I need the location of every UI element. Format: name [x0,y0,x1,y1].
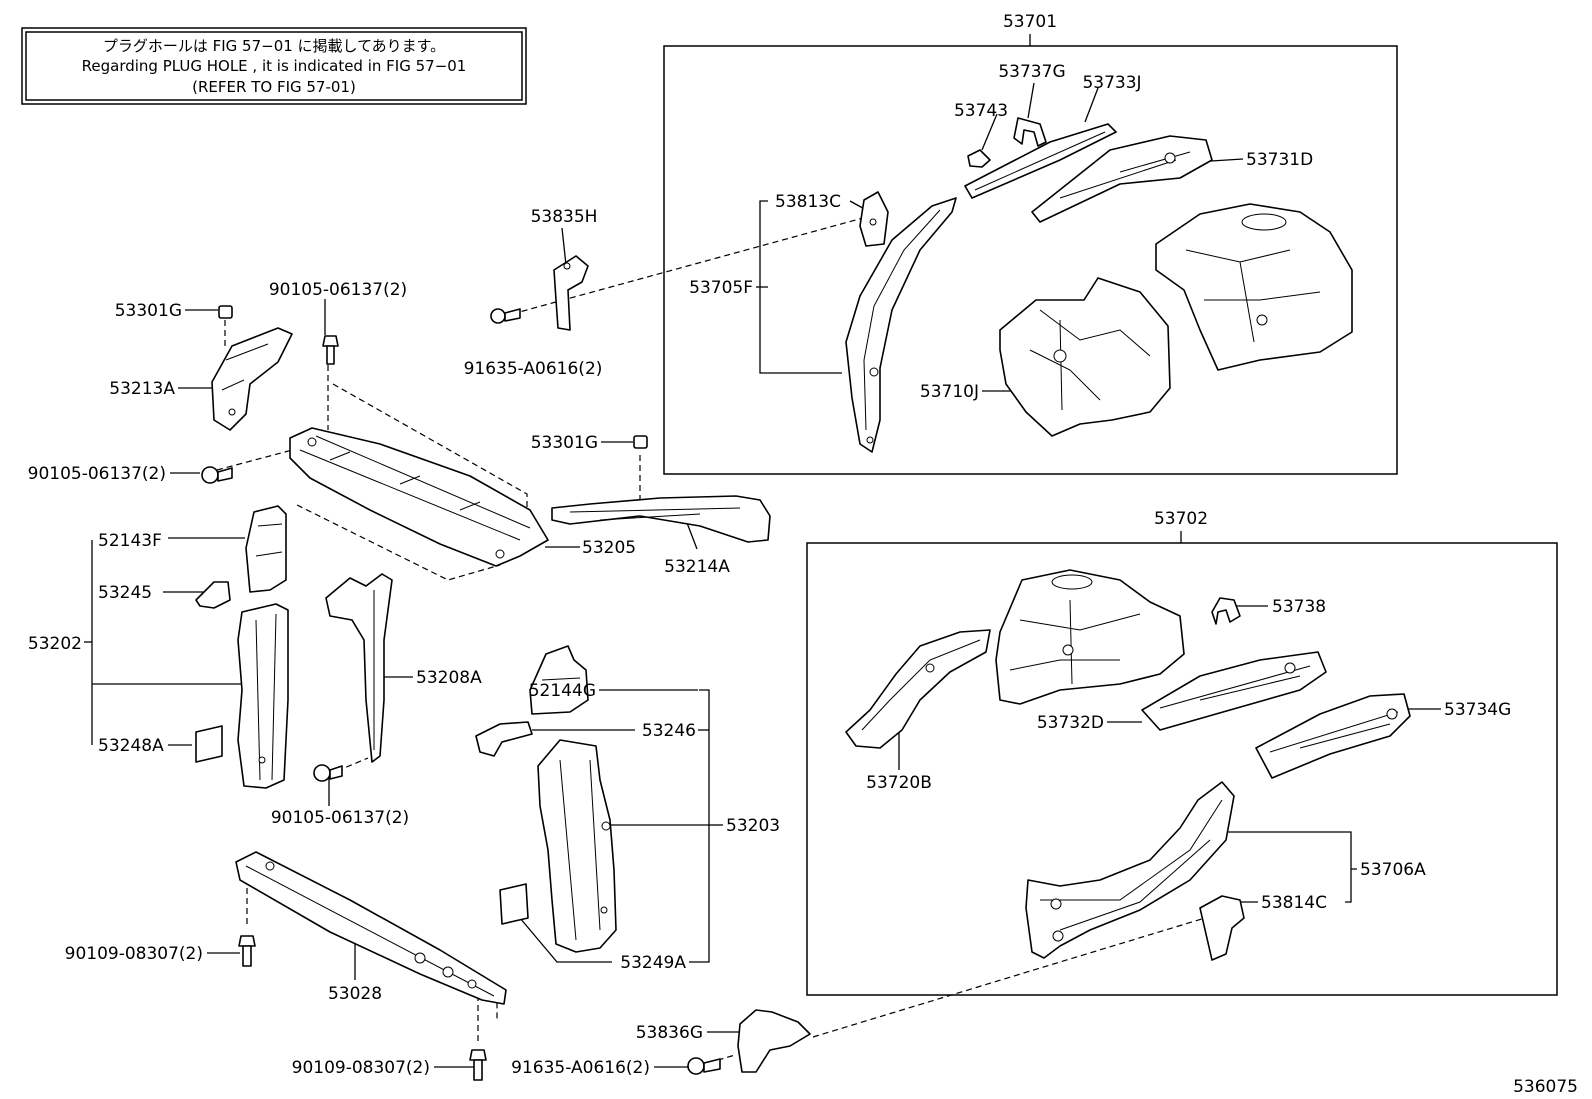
assembly-frame-53702 [806,542,1558,996]
part-52143f-bracket [245,505,287,593]
part-53720b-member [845,629,991,749]
part-strut-tower [1155,203,1353,371]
part-53814c-bracket [1199,895,1245,961]
label-53245[interactable]: 53245 [98,583,152,603]
part-53705f-reinforcement [845,197,957,453]
label-53301g-a[interactable]: 53301G [115,301,182,321]
leader-lines [84,82,1441,1068]
part-bolt-90105-top [322,335,339,365]
label-52144g[interactable]: 52144G [529,681,596,701]
label-52143f[interactable]: 52143F [98,531,162,551]
part-53249a-plate [499,883,529,925]
part-53214a-support [551,495,771,543]
label-53731d[interactable]: 53731D [1246,150,1313,170]
label-53737g[interactable]: 53737G [998,62,1065,82]
label-53248a[interactable]: 53248A [98,736,164,756]
label-53734g[interactable]: 53734G [1444,700,1511,720]
part-52144g-bracket [529,645,589,715]
label-53214a[interactable]: 53214A [664,557,730,577]
label-53702[interactable]: 53702 [1154,509,1208,529]
label-53835h[interactable]: 53835H [531,207,598,227]
part-53737g-bracket [1013,117,1047,147]
part-53028-crossmember [235,851,507,1005]
label-53732d[interactable]: 53732D [1037,713,1104,733]
label-53301g-b[interactable]: 53301G [531,433,598,453]
label-53205[interactable]: 53205 [582,538,636,558]
part-53301g-grommet-left [218,305,233,319]
part-53301g-grommet-right [633,435,648,449]
label-53249a[interactable]: 53249A [620,953,686,973]
figure-number: 536075 [1513,1077,1578,1097]
part-bolt-91635-top [490,308,521,324]
part-bolt-90109-lower [469,1049,487,1081]
part-53734g-apron [1255,693,1411,779]
part-lower-strut-tower [995,569,1185,705]
label-90109-a[interactable]: 90109-08307(2) [65,944,203,964]
part-bolt-91635-bottom [687,1057,721,1075]
part-53245-bracket [195,581,231,609]
label-90109-b[interactable]: 90109-08307(2) [292,1058,430,1078]
part-53248a-plate [195,725,223,763]
label-90105-b[interactable]: 90105-06137(2) [28,464,166,484]
part-bolt-90109-left [238,935,256,967]
part-53710j-wheel-house [999,277,1171,437]
label-53202[interactable]: 53202 [28,634,82,654]
notice-line-1: プラグホールは FIG 57−01 に掲載してあります。 [103,37,445,55]
part-bolt-90105-left [201,466,233,484]
part-53732d-apron [1141,651,1327,731]
part-53213a-bracket [211,327,293,431]
label-91635-a[interactable]: 91635-A0616(2) [464,359,603,379]
label-53813c[interactable]: 53813C [775,192,841,212]
part-53203-side-support [537,739,617,953]
part-53208a-brace [325,573,393,763]
parts [195,117,1411,1081]
label-53705f[interactable]: 53705F [689,278,753,298]
label-90105-a[interactable]: 90105-06137(2) [269,280,407,300]
label-53203[interactable]: 53203 [726,816,780,836]
part-53835h-bracket [553,255,589,331]
label-90105-c[interactable]: 90105-06137(2) [271,808,409,828]
label-53706a[interactable]: 53706A [1360,860,1426,880]
label-53738[interactable]: 53738 [1272,597,1326,617]
label-53720b[interactable]: 53720B [866,773,932,793]
part-53706a-side-member [1025,781,1235,959]
label-53213a[interactable]: 53213A [109,379,175,399]
label-53814c[interactable]: 53814C [1261,893,1327,913]
label-53836g[interactable]: 53836G [636,1023,703,1043]
label-53743[interactable]: 53743 [954,101,1008,121]
label-53208a[interactable]: 53208A [416,668,482,688]
label-53710j[interactable]: 53710J [920,382,979,402]
label-53028[interactable]: 53028 [328,984,382,1004]
label-53246[interactable]: 53246 [642,721,696,741]
part-53246-bracket [475,721,533,757]
part-53836g-bracket [737,1009,811,1073]
label-53701[interactable]: 53701 [1003,12,1057,32]
part-bolt-90105-lower [313,764,343,782]
part-53743-clip [967,149,991,168]
part-labels: 53701 53737G 53733J 53743 53731D 53813C … [28,12,1578,1097]
notice-line-2: Regarding PLUG HOLE , it is indicated in… [82,57,467,75]
notice-line-3: (REFER TO FIG 57-01) [192,78,356,96]
part-53205-upper-support [289,427,549,567]
label-91635-b[interactable]: 91635-A0616(2) [511,1058,650,1078]
part-53738-bracket [1211,597,1241,625]
plug-hole-notice: プラグホールは FIG 57−01 に掲載してあります。 Regarding P… [21,27,527,105]
label-53733j[interactable]: 53733J [1082,73,1141,93]
